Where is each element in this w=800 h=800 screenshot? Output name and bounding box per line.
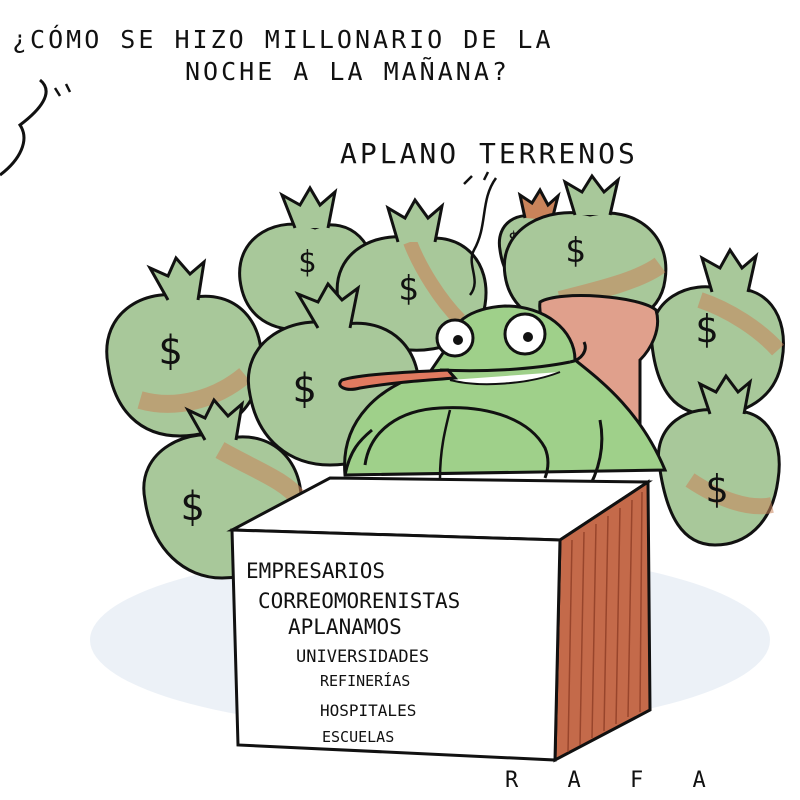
answer-text: APLANO TERRENOS	[340, 137, 638, 170]
frog-character	[338, 304, 668, 509]
desk-line-2: CORREOMORENISTAS	[258, 589, 460, 613]
question-line-1: ¿CÓMO SE HIZO MILLONARIO DE LA	[12, 24, 554, 54]
answer-speech-tail	[468, 177, 498, 296]
svg-text:$: $	[298, 245, 316, 280]
svg-text:$: $	[180, 484, 204, 530]
svg-text:$: $	[398, 269, 418, 309]
desk-line-5: REFINERÍAS	[320, 671, 410, 690]
frog-tongue	[338, 368, 459, 391]
svg-text:$: $	[565, 231, 585, 271]
desk-box	[226, 476, 653, 763]
desk-line-4: UNIVERSIDADES	[296, 647, 429, 667]
svg-text:$: $	[292, 366, 316, 412]
question-line-2: NOCHE A LA MAÑANA?	[185, 56, 510, 86]
speech-marks	[53, 83, 72, 97]
answer-speech-marks	[463, 171, 490, 185]
desk-line-6: HOSPITALES	[320, 701, 416, 720]
artist-signature: R A F A	[505, 768, 724, 793]
desk-line-3: APLANAMOS	[288, 615, 402, 639]
money-bag-icon: $	[105, 255, 263, 438]
svg-text:$: $	[158, 328, 182, 374]
svg-text:$: $	[695, 307, 718, 351]
speech-tail	[0, 78, 48, 177]
svg-text:$: $	[705, 467, 728, 511]
desk-line-7: ESCUELAS	[322, 728, 394, 746]
desk-line-1: EMPRESARIOS	[246, 559, 385, 583]
money-bag-icon: $	[657, 373, 781, 547]
